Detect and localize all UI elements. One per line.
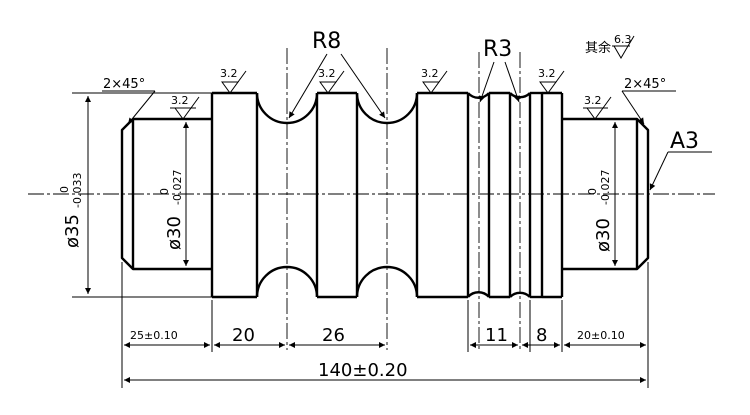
- roughness-value: 3.2: [171, 94, 189, 107]
- roughness-value: 3.2: [538, 67, 556, 80]
- roughness-symbol-collar-6: 3.2: [538, 67, 565, 94]
- radius-r8-callout: R8: [288, 29, 386, 119]
- center-hole-label: A3: [670, 129, 699, 154]
- left-journal-diameter-upper: 0: [158, 188, 171, 195]
- center-lines: [28, 48, 715, 350]
- dimension-outer-diameter: ø35 0 -0.033: [58, 92, 212, 298]
- chamfer-left: 2×45°: [102, 77, 156, 125]
- right-journal-diameter-upper: 0: [586, 188, 599, 195]
- length-collar-8: 8: [536, 325, 547, 346]
- roughness-remaining-note: 其余 6.3: [585, 33, 635, 59]
- chamfer-right-label: 2×45°: [624, 77, 666, 92]
- center-hole-callout: A3: [649, 129, 712, 191]
- right-journal-diameter-lower: -0.027: [599, 170, 612, 205]
- length-left-journal: 25±0.10: [130, 329, 178, 342]
- roughness-value: 3.2: [220, 67, 238, 80]
- outer-diameter-upper: 0: [58, 186, 71, 193]
- dimension-right-journal-diameter: ø30 0 -0.027: [586, 122, 618, 266]
- roughness-symbol-right-journal: 3.2: [583, 94, 612, 120]
- roughness-symbol-left-journal: 3.2: [170, 94, 200, 120]
- roughness-value: 3.2: [584, 94, 602, 107]
- shaft-outline: [120, 91, 650, 299]
- outer-diameter-nominal: ø35: [62, 214, 83, 248]
- dimension-left-journal-diameter: ø30 0 -0.027: [158, 122, 189, 266]
- left-journal-diameter-nominal: ø30: [164, 216, 185, 250]
- length-groove-pitch: 26: [322, 325, 345, 346]
- left-journal-diameter-lower: -0.027: [171, 170, 184, 205]
- roughness-symbol-collar-2: 3.2: [318, 67, 345, 94]
- roughness-remaining-prefix: 其余: [585, 40, 611, 56]
- length-overall: 140±0.20: [318, 360, 408, 381]
- chamfer-right: 2×45°: [621, 77, 676, 125]
- right-journal-diameter-nominal: ø30: [593, 218, 614, 252]
- outer-diameter-lower: -0.033: [71, 173, 84, 208]
- length-first-collar: 20: [232, 325, 255, 346]
- radius-r3-callout: R3: [479, 37, 520, 103]
- radius-r3-label: R3: [483, 37, 512, 62]
- chamfer-left-label: 2×45°: [103, 77, 145, 92]
- roughness-value: 3.2: [421, 67, 439, 80]
- roughness-symbols: 3.2 3.2 3.2 3.2 3.2 3.2: [170, 33, 635, 120]
- length-groove-11: 11: [485, 325, 508, 346]
- roughness-value: 3.2: [318, 67, 336, 80]
- length-dimensions: 25±0.10 20 26 11 8 20±0.10 140±0.20: [121, 262, 649, 388]
- radius-r8-label: R8: [312, 29, 341, 54]
- roughness-symbol-collar-3: 3.2: [421, 67, 448, 94]
- length-right-journal: 20±0.10: [577, 329, 625, 342]
- roughness-symbol-collar-1: 3.2: [220, 67, 247, 94]
- roughness-remaining-value: 6.3: [614, 33, 632, 46]
